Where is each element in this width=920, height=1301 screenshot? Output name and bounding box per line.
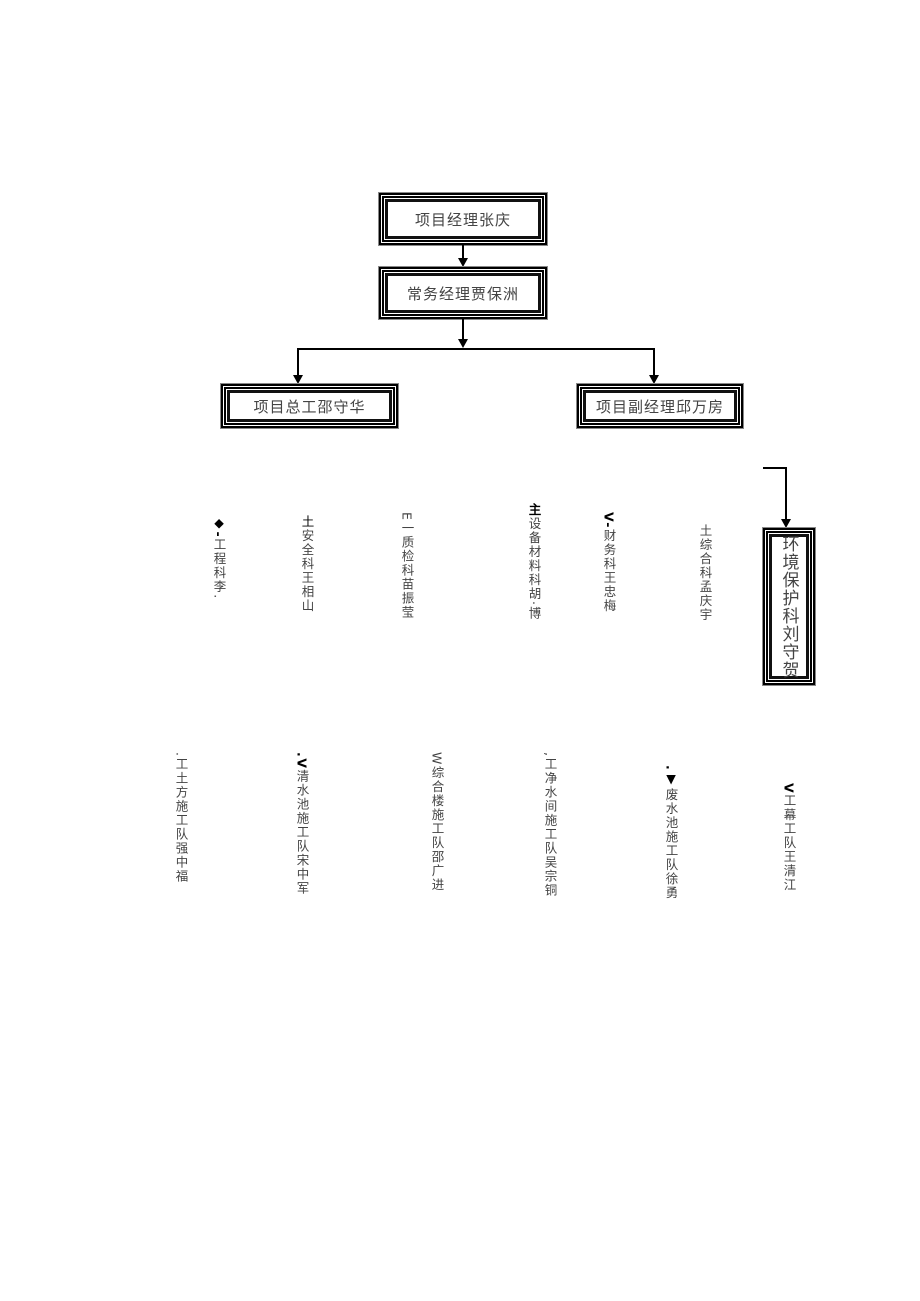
arrow-down-icon [649,375,659,384]
environment-protection-box: 环境保护科刘守贺 [762,527,816,686]
bullet-marker: 土 [299,515,315,529]
team-purification-room: ,工净水间施工队吴宗铜 [542,752,558,898]
team-label: 工幕工队王清江 [781,794,797,893]
arrow-down-icon [293,375,303,384]
department-quality: E一质检科苗振莹 [399,512,415,620]
bullet-marker: W [429,752,445,766]
team-clear-water-pool: .V清水池施工队宋中军 [294,752,310,896]
deputy-manager-label: 项目副经理邱万房 [595,397,724,416]
environment-protection-label: 环境保护科刘守贺 [778,534,799,679]
department-label: 工程科李. [211,538,227,600]
team-curtain: V工幕工队王清江 [781,783,797,893]
chief-engineer-label: 项目总工邵守华 [253,397,366,416]
department-label: 设备材料科胡·博 [526,517,542,621]
connector-l2-branch [462,319,464,341]
bullet-marker: 土 [697,524,713,538]
team-label: 工净水间施工队吴宗铜 [542,757,558,898]
bullet-marker: V- [601,512,617,529]
department-safety: 土安全科王相山 [299,515,315,613]
chief-engineer-box: 项目总工邵守华 [220,383,399,429]
department-label: 财务科王忠梅 [601,528,617,613]
department-label: 综合科孟庆宇 [697,538,713,622]
department-finance: V-财务科王忠梅 [601,512,617,613]
connector-l1-l2 [462,245,464,259]
bullet-marker: . [173,752,189,758]
box-inner-border [227,390,392,422]
arrow-down-icon [781,519,791,528]
team-label: 工土方施工队强中福 [173,757,189,884]
department-equipment: 主设备材料科胡·博 [526,503,542,621]
box-inner-border [385,273,541,313]
connector-env-horizontal [763,467,787,469]
box-inner-border [769,534,809,679]
project-manager-box: 项目经理张庆 [378,192,548,246]
project-manager-label: 项目经理张庆 [414,210,511,229]
team-wastewater-pool: .▼废水池施工队徐勇 [663,765,679,900]
bullet-marker: , [542,752,558,758]
team-complex-building: W综合楼施工队邵广进 [429,752,445,892]
bullet-marker: ◆- [211,515,227,539]
box-inner-border [583,390,737,422]
department-engineering: ◆-工程科李. [211,515,227,600]
executive-manager-box: 常务经理贾保洲 [378,266,548,320]
connector-branch-right [653,348,655,376]
bullet-marker: E一 [399,512,415,536]
department-label: 质检科苗振莹 [399,535,415,620]
arrow-down-icon [458,339,468,348]
team-label: 清水池施工队宋中军 [294,769,310,896]
executive-manager-label: 常务经理贾保洲 [406,284,519,303]
connector-branch-left [297,348,299,376]
branch-horizontal-line [297,348,655,350]
connector-env-vertical [785,467,787,520]
bullet-marker: V [781,783,797,795]
box-inner-border [385,199,541,239]
deputy-manager-box: 项目副经理邱万房 [576,383,744,429]
department-label: 安全科王相山 [299,529,315,613]
arrow-down-icon [458,258,468,267]
team-label: 废水池施工队徐勇 [663,787,679,900]
team-label: 综合楼施工队邵广进 [429,765,445,892]
bullet-marker: .▼ [663,765,679,788]
bullet-marker: .V [294,752,310,770]
department-general: 土综合科孟庆宇 [697,524,713,622]
team-earthwork: .工土方施工队强中福 [173,752,189,884]
bullet-marker: 主 [526,503,542,517]
